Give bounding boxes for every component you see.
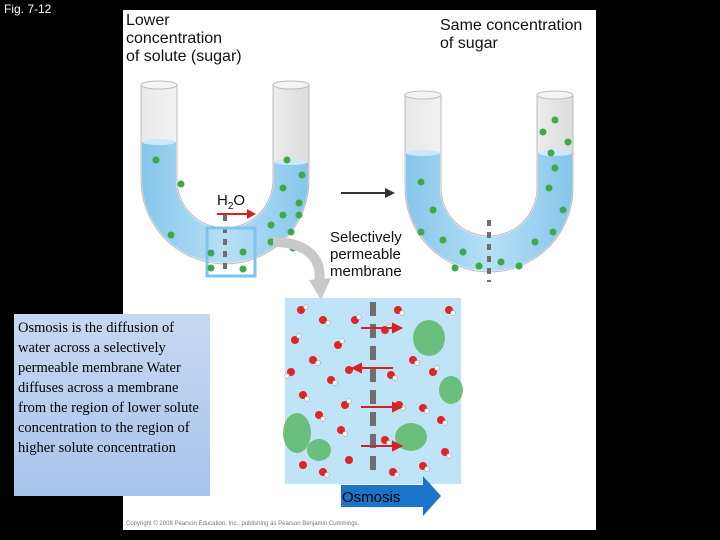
figure-panel: Lower concentration of solute (sugar) Sa… <box>123 10 596 530</box>
water-label: H2O <box>217 192 246 212</box>
osmosis-diagram <box>140 80 574 516</box>
u-tube-right <box>404 90 574 282</box>
caption-box: Osmosis is the diffusion of water across… <box>14 314 210 496</box>
same-concentration-label: Same concentration of sugar <box>440 17 583 52</box>
sugar-molecule-icon <box>152 156 306 273</box>
water-flow-arrows <box>350 322 404 452</box>
diffusion-arrow-icon <box>341 188 395 198</box>
membrane-zoom-inset <box>283 298 463 516</box>
u-tube-left <box>140 80 310 278</box>
zoom-arrow <box>272 237 325 283</box>
sugar-molecule-icon <box>417 116 572 272</box>
osmosis-arrow-icon <box>341 476 441 516</box>
zoom-box <box>205 226 257 278</box>
osmosis-label: Osmosis <box>342 489 401 506</box>
lower-concentration-label: Lower concentration of solute (sugar) <box>126 12 242 65</box>
copyright-notice: Copyright © 2008 Pearson Education, Inc.… <box>126 521 360 527</box>
water-arrow-icon <box>217 209 256 219</box>
membrane-label: Selectively permeable membrane <box>330 229 402 280</box>
figure-label: Fig. 7-12 <box>4 2 52 16</box>
